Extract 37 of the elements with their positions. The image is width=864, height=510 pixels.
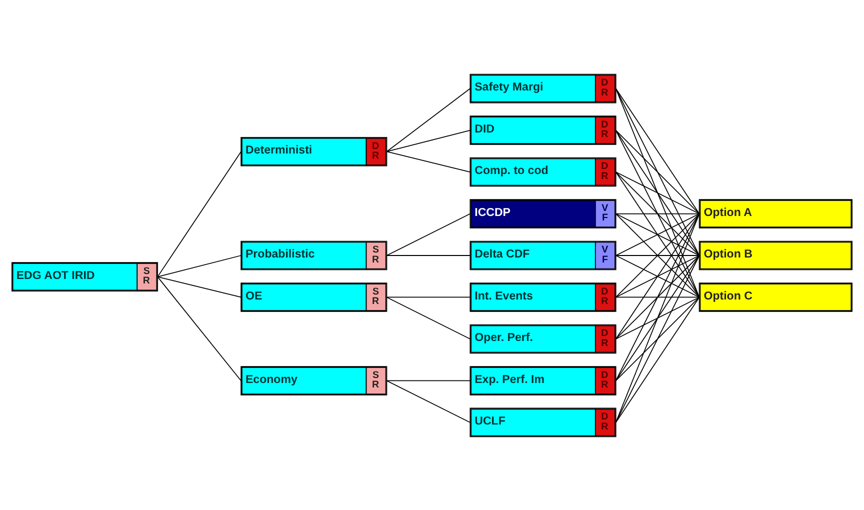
connector xyxy=(615,88,700,214)
connector xyxy=(615,254,700,298)
connector xyxy=(615,129,700,214)
connector xyxy=(615,129,700,298)
connector xyxy=(615,254,700,339)
connector xyxy=(615,254,700,422)
connector xyxy=(615,254,700,256)
connector xyxy=(386,150,471,172)
connector xyxy=(615,212,700,298)
connector xyxy=(615,296,700,339)
connector xyxy=(615,129,700,256)
connector xyxy=(157,150,242,277)
connector xyxy=(615,212,700,256)
connector xyxy=(615,171,700,214)
connector xyxy=(157,254,242,277)
connector xyxy=(386,88,471,152)
connector xyxy=(386,296,471,339)
connector xyxy=(386,296,471,298)
connector xyxy=(615,296,700,422)
connector xyxy=(615,254,700,381)
connector xyxy=(615,212,700,381)
connector xyxy=(386,129,471,152)
connector xyxy=(615,296,700,381)
connector xyxy=(615,296,700,298)
connector xyxy=(615,88,700,298)
connector xyxy=(157,276,242,298)
connector xyxy=(615,171,700,298)
connector xyxy=(615,212,700,422)
connector xyxy=(386,380,471,381)
connector xyxy=(615,212,700,339)
connector xyxy=(386,380,471,422)
connector xyxy=(386,254,471,256)
connector xyxy=(615,212,700,214)
connector xyxy=(157,276,242,381)
connector xyxy=(615,171,700,256)
connector xyxy=(615,88,700,256)
connector xyxy=(386,212,471,256)
